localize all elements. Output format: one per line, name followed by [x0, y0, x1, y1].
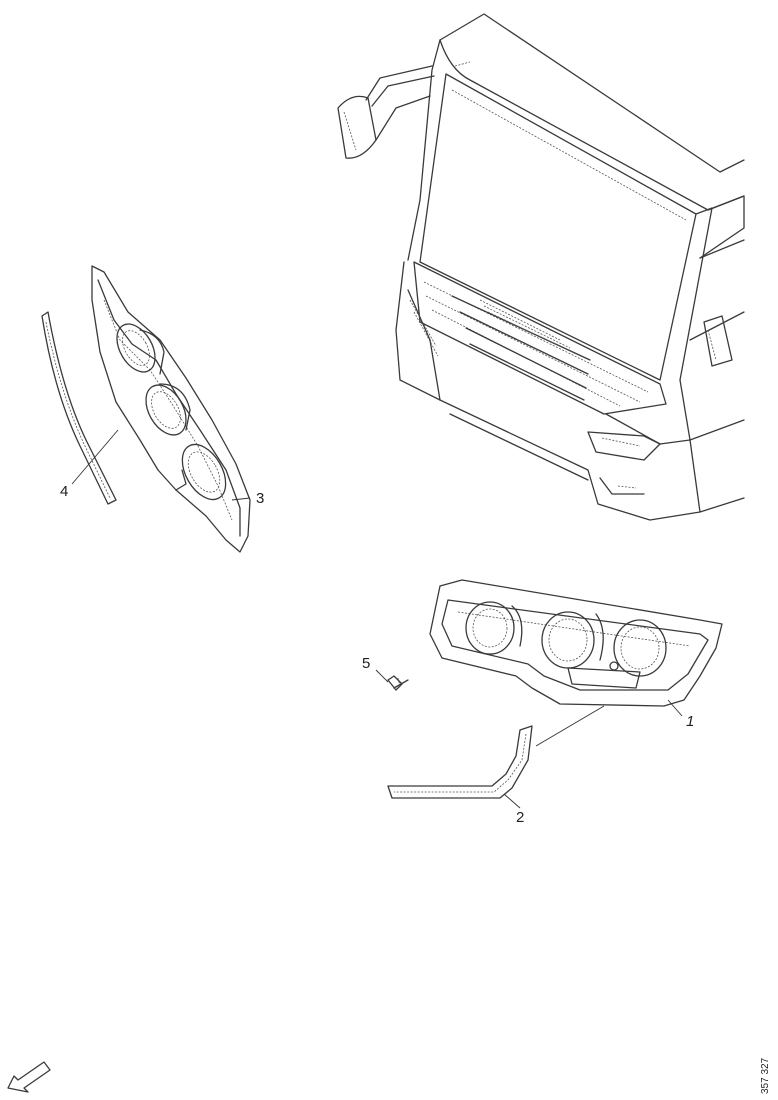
- headlight-bezel-right: [429, 579, 723, 707]
- callout-4: 4: [60, 483, 68, 500]
- front-grille: [413, 261, 667, 415]
- callout-5: 5: [362, 655, 370, 672]
- truck-cab-front: [337, 13, 745, 521]
- direction-arrow-icon: [7, 1061, 51, 1093]
- callout-leaders: [71, 429, 683, 809]
- trim-strip-right: [387, 725, 533, 799]
- headlight-bezel-left: [91, 265, 251, 553]
- trim-strip-left: [41, 311, 117, 505]
- document-number: 357 327: [760, 1057, 771, 1094]
- callout-2: 2: [516, 809, 524, 826]
- screw-fastener: [387, 675, 409, 691]
- callout-1: 1: [686, 713, 694, 730]
- callout-3: 3: [256, 490, 264, 507]
- side-mirror-left: [337, 65, 435, 159]
